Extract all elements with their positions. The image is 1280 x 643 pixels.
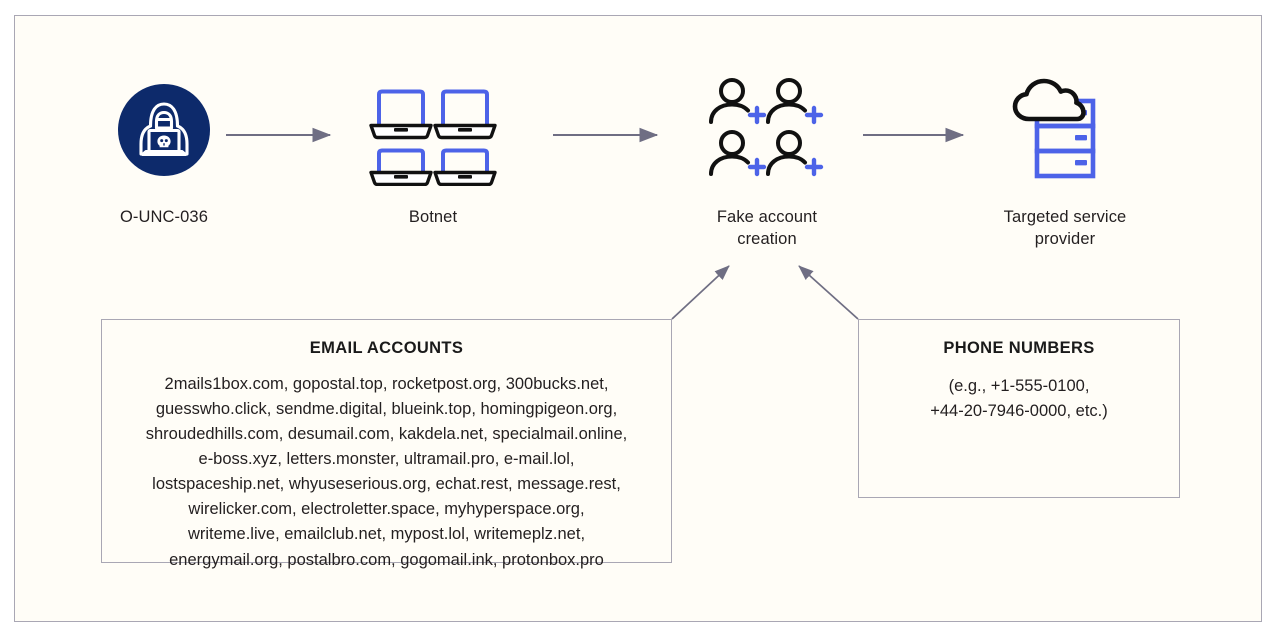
hacker-laptop-icon-wrapper xyxy=(74,70,254,190)
add-users-icon-wrapper xyxy=(682,70,852,190)
add-users-icon xyxy=(709,78,824,177)
flow-node-fake-account-label: Fake account creation xyxy=(716,208,818,249)
phone-numbers-box-title: PHONE NUMBERS xyxy=(943,339,1095,357)
flow-node-fake-account[interactable]: Fake account creation xyxy=(682,70,852,251)
cloud-server-icon xyxy=(1012,78,1096,179)
flow-node-botnet-label: Botnet xyxy=(408,208,458,226)
cloud-server-icon-wrapper xyxy=(975,70,1155,190)
email-accounts-box-body: 2mails1box.com, gopostal.top, rocketpost… xyxy=(145,375,628,569)
flow-node-actor-label: O-UNC-036 xyxy=(119,208,208,226)
flow-node-botnet[interactable]: Botnet xyxy=(348,70,518,228)
four-laptops-icon-wrapper xyxy=(348,70,518,190)
flow-node-target-provider-label: Targeted service provider xyxy=(1003,208,1127,249)
phone-numbers-box[interactable]: PHONE NUMBERS (e.g., +1-555-0100, +44-20… xyxy=(858,319,1180,498)
phone-numbers-box-body: (e.g., +1-555-0100, +44-20-7946-0000, et… xyxy=(930,377,1108,421)
hacker-laptop-icon xyxy=(118,84,210,176)
flow-node-target-provider[interactable]: Targeted service provider xyxy=(975,70,1155,251)
flow-node-actor[interactable]: O-UNC-036 xyxy=(74,70,254,228)
email-accounts-box[interactable]: EMAIL ACCOUNTS 2mails1box.com, gopostal.… xyxy=(101,319,672,569)
email-accounts-box-title: EMAIL ACCOUNTS xyxy=(309,339,464,357)
four-laptops-icon xyxy=(369,89,497,186)
